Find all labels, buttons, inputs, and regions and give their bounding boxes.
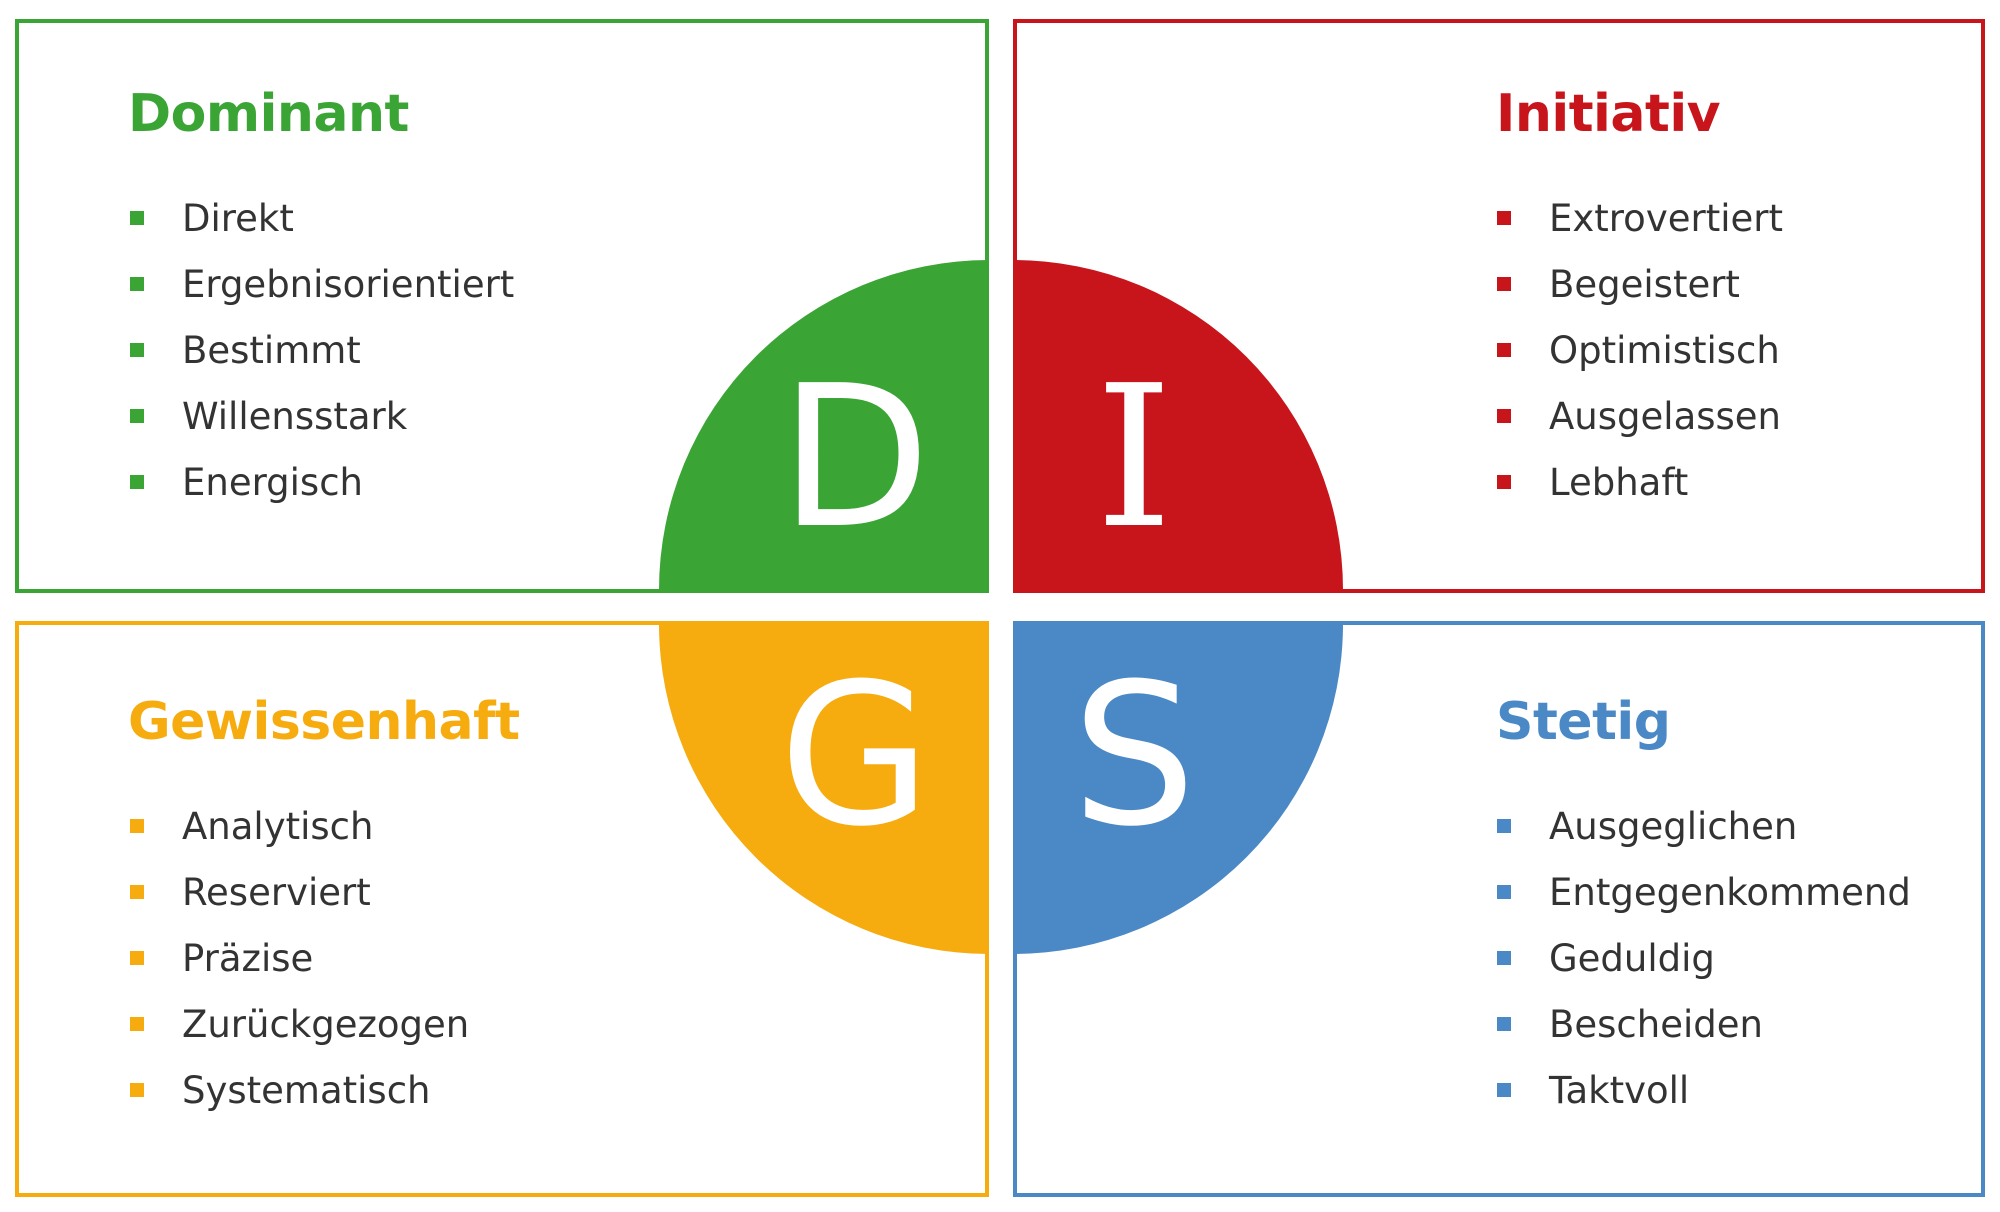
trait-item: Willensstark (130, 383, 514, 449)
trait-label: Ausgeglichen (1549, 804, 1798, 848)
initiativ-trait-list: Extrovertiert Begeistert Optimistisch Au… (1497, 185, 1783, 515)
square-bullet-icon (130, 951, 144, 965)
trait-item: Zurückgezogen (130, 991, 469, 1057)
square-bullet-icon (1497, 819, 1511, 833)
square-bullet-icon (1497, 885, 1511, 899)
square-bullet-icon (130, 1083, 144, 1097)
square-bullet-icon (1497, 409, 1511, 423)
square-bullet-icon (130, 343, 144, 357)
trait-item: Taktvoll (1497, 1057, 1911, 1123)
trait-label: Lebhaft (1549, 460, 1689, 504)
trait-item: Analytisch (130, 793, 469, 859)
square-bullet-icon (130, 409, 144, 423)
stetig-heading: Stetig (1496, 692, 1671, 752)
trait-item: Energisch (130, 449, 514, 515)
square-bullet-icon (1497, 475, 1511, 489)
dominant-heading: Dominant (128, 84, 409, 144)
trait-label: Taktvoll (1549, 1068, 1690, 1112)
trait-label: Extrovertiert (1549, 196, 1783, 240)
trait-label: Willensstark (182, 394, 408, 438)
trait-label: Systematisch (182, 1068, 431, 1112)
trait-item: Entgegenkommend (1497, 859, 1911, 925)
initiativ-heading: Initiativ (1496, 84, 1721, 144)
trait-item: Präzise (130, 925, 469, 991)
trait-label: Geduldig (1549, 936, 1715, 980)
trait-label: Zurückgezogen (182, 1002, 470, 1046)
trait-item: Begeistert (1497, 251, 1783, 317)
square-bullet-icon (1497, 1083, 1511, 1097)
trait-item: Geduldig (1497, 925, 1911, 991)
trait-item: Direkt (130, 185, 514, 251)
trait-item: Ausgeglichen (1497, 793, 1911, 859)
trait-item: Optimistisch (1497, 317, 1783, 383)
trait-label: Entgegenkommend (1549, 870, 1911, 914)
gewissenhaft-heading: Gewissenhaft (128, 692, 520, 752)
trait-item: Ergebnisorientiert (130, 251, 514, 317)
trait-label: Präzise (182, 936, 314, 980)
trait-item: Systematisch (130, 1057, 469, 1123)
trait-label: Bestimmt (182, 328, 361, 372)
square-bullet-icon (130, 1017, 144, 1031)
dominant-trait-list: Direkt Ergebnisorientiert Bestimmt Wille… (130, 185, 514, 515)
stetig-trait-list: Ausgeglichen Entgegenkommend Geduldig Be… (1497, 793, 1911, 1123)
trait-label: Energisch (182, 460, 363, 504)
square-bullet-icon (1497, 951, 1511, 965)
square-bullet-icon (130, 885, 144, 899)
square-bullet-icon (130, 819, 144, 833)
trait-item: Lebhaft (1497, 449, 1783, 515)
square-bullet-icon (130, 475, 144, 489)
trait-label: Ergebnisorientiert (182, 262, 515, 306)
square-bullet-icon (1497, 1017, 1511, 1031)
trait-item: Reserviert (130, 859, 469, 925)
square-bullet-icon (1497, 211, 1511, 225)
trait-label: Begeistert (1549, 262, 1740, 306)
trait-item: Bestimmt (130, 317, 514, 383)
square-bullet-icon (130, 277, 144, 291)
trait-label: Optimistisch (1549, 328, 1780, 372)
trait-label: Direkt (182, 196, 294, 240)
trait-item: Ausgelassen (1497, 383, 1783, 449)
trait-label: Reserviert (182, 870, 371, 914)
trait-item: Bescheiden (1497, 991, 1911, 1057)
square-bullet-icon (130, 211, 144, 225)
trait-label: Analytisch (182, 804, 374, 848)
trait-label: Bescheiden (1549, 1002, 1763, 1046)
square-bullet-icon (1497, 343, 1511, 357)
square-bullet-icon (1497, 277, 1511, 291)
gewissenhaft-trait-list: Analytisch Reserviert Präzise Zurückgezo… (130, 793, 469, 1123)
trait-item: Extrovertiert (1497, 185, 1783, 251)
trait-label: Ausgelassen (1549, 394, 1782, 438)
